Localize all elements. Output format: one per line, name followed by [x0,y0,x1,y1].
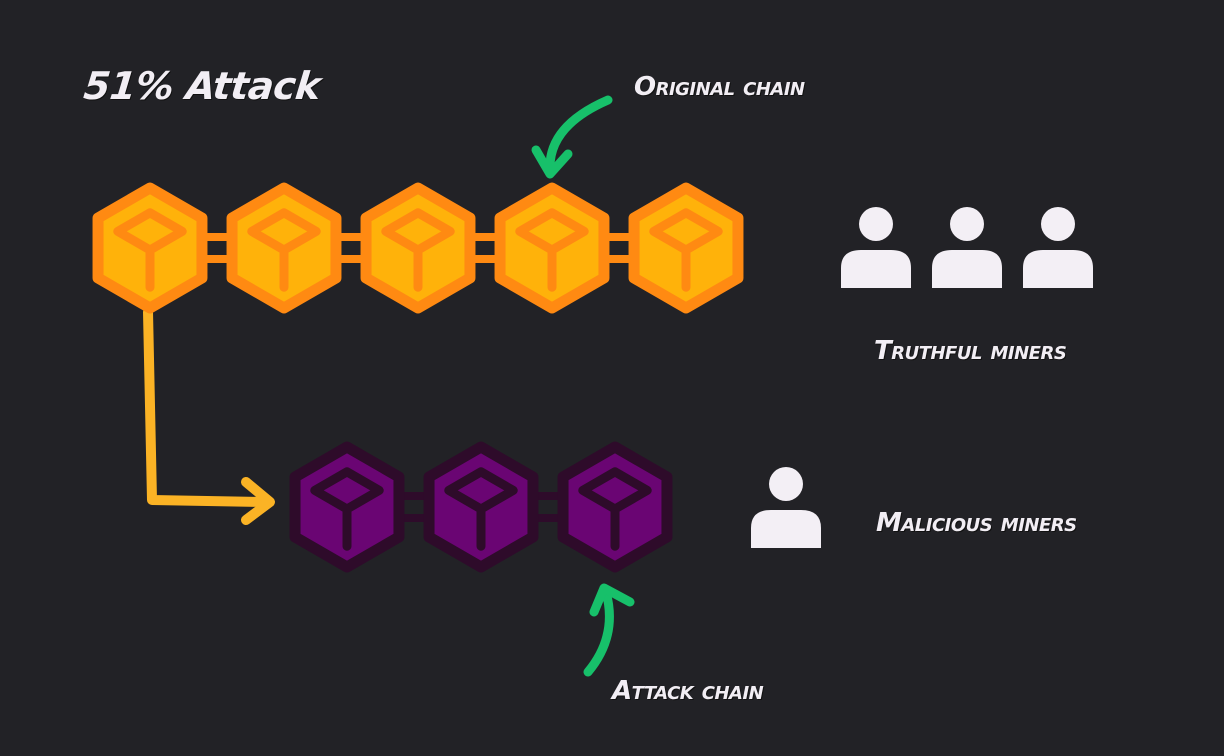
original-chain-pointer-arrowhead [531,145,573,179]
truthful-miners-label: Truthful miners [874,336,1067,366]
original-chain-block [494,182,610,314]
fork-arrow-line [143,307,270,507]
original-chain-block [360,182,476,314]
attack-chain-pointer-arrowhead [589,583,635,617]
attack-chain-pointer-arrow [583,587,614,677]
attack-chain-block [557,441,673,573]
pointer-arrows [531,95,635,677]
fork-arrow [143,307,275,525]
attack-chain-block [423,441,539,573]
original-chain-block [226,182,342,314]
truthful-miner-user-icon [841,207,911,288]
malicious-miner-user-icon [751,467,821,548]
original-chain-pointer-arrow [545,95,613,175]
truthful-miners-group [841,207,1093,288]
original-chain-block [92,182,208,314]
attack-chain [289,441,673,573]
original-chain [92,182,744,314]
truthful-miner-user-icon [1023,207,1093,288]
fork-arrow-head [241,477,275,525]
truthful-miner-user-icon [932,207,1002,288]
original-chain-label: Original chain [634,72,805,102]
attack-chain-block [289,441,405,573]
page-title: 51% Attack [81,64,323,108]
malicious-miners-group [751,467,821,548]
original-chain-block [628,182,744,314]
attack-chain-label: Attack chain [612,676,764,706]
malicious-miners-label: Malicious miners [876,508,1077,538]
